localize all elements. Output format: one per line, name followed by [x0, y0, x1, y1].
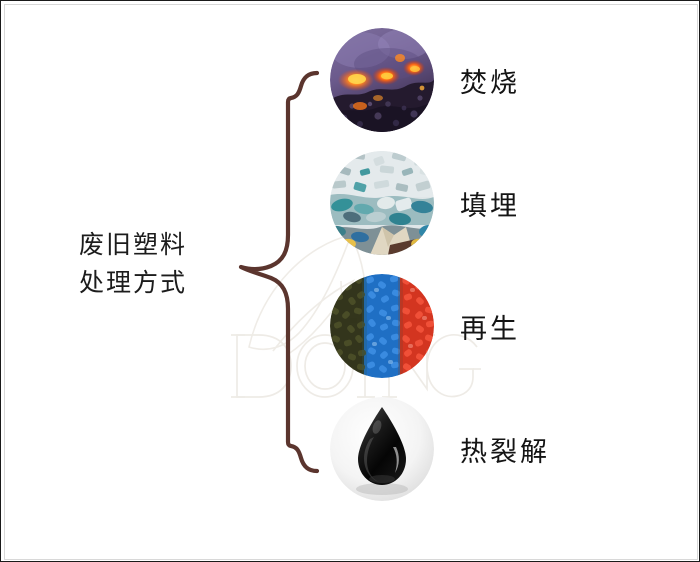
branch-label-recycling: 再生	[460, 313, 520, 344]
branch-label-incineration: 焚烧	[460, 67, 520, 98]
branch-label-pyrolysis: 热裂解	[460, 436, 550, 467]
curly-brace	[233, 59, 323, 479]
root-label: 废旧塑料 处理方式	[79, 227, 229, 303]
recycled-plastic-pellets-photo	[330, 274, 434, 378]
branch-label-landfill: 填埋	[460, 190, 520, 221]
branch-row-pyrolysis[interactable]: 热裂解	[330, 397, 670, 501]
root-label-line2: 处理方式	[79, 270, 188, 297]
branch-row-recycling[interactable]: 再生	[330, 274, 670, 378]
branch-row-landfill[interactable]: 填埋	[330, 151, 670, 255]
landfill-plastic-waste-photo	[330, 151, 434, 255]
root-label-line1: 废旧塑料	[79, 232, 188, 259]
incineration-fire-photo	[330, 28, 434, 132]
pyrolysis-oil-droplet-icon	[330, 397, 434, 501]
branch-row-incineration[interactable]: 焚烧	[330, 28, 670, 132]
